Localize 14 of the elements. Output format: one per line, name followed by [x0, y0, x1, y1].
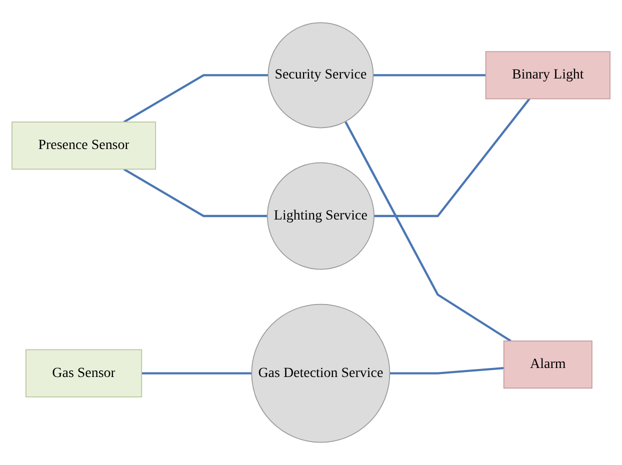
connector: [390, 366, 504, 374]
node-box: Binary Light: [485, 51, 610, 100]
node-circle: Security Service: [268, 22, 374, 128]
node-circle: Lighting Service: [266, 162, 374, 270]
connector: [373, 74, 486, 76]
connector: [142, 372, 252, 374]
node-circle: Gas Detection Service: [251, 304, 390, 443]
node-box: Alarm: [503, 340, 592, 389]
connector: [344, 121, 512, 342]
node-box: Gas Sensor: [26, 349, 142, 398]
connector: [123, 168, 268, 218]
node-box: Presence Sensor: [12, 122, 156, 170]
connector: [123, 74, 268, 123]
connector: [374, 98, 530, 218]
